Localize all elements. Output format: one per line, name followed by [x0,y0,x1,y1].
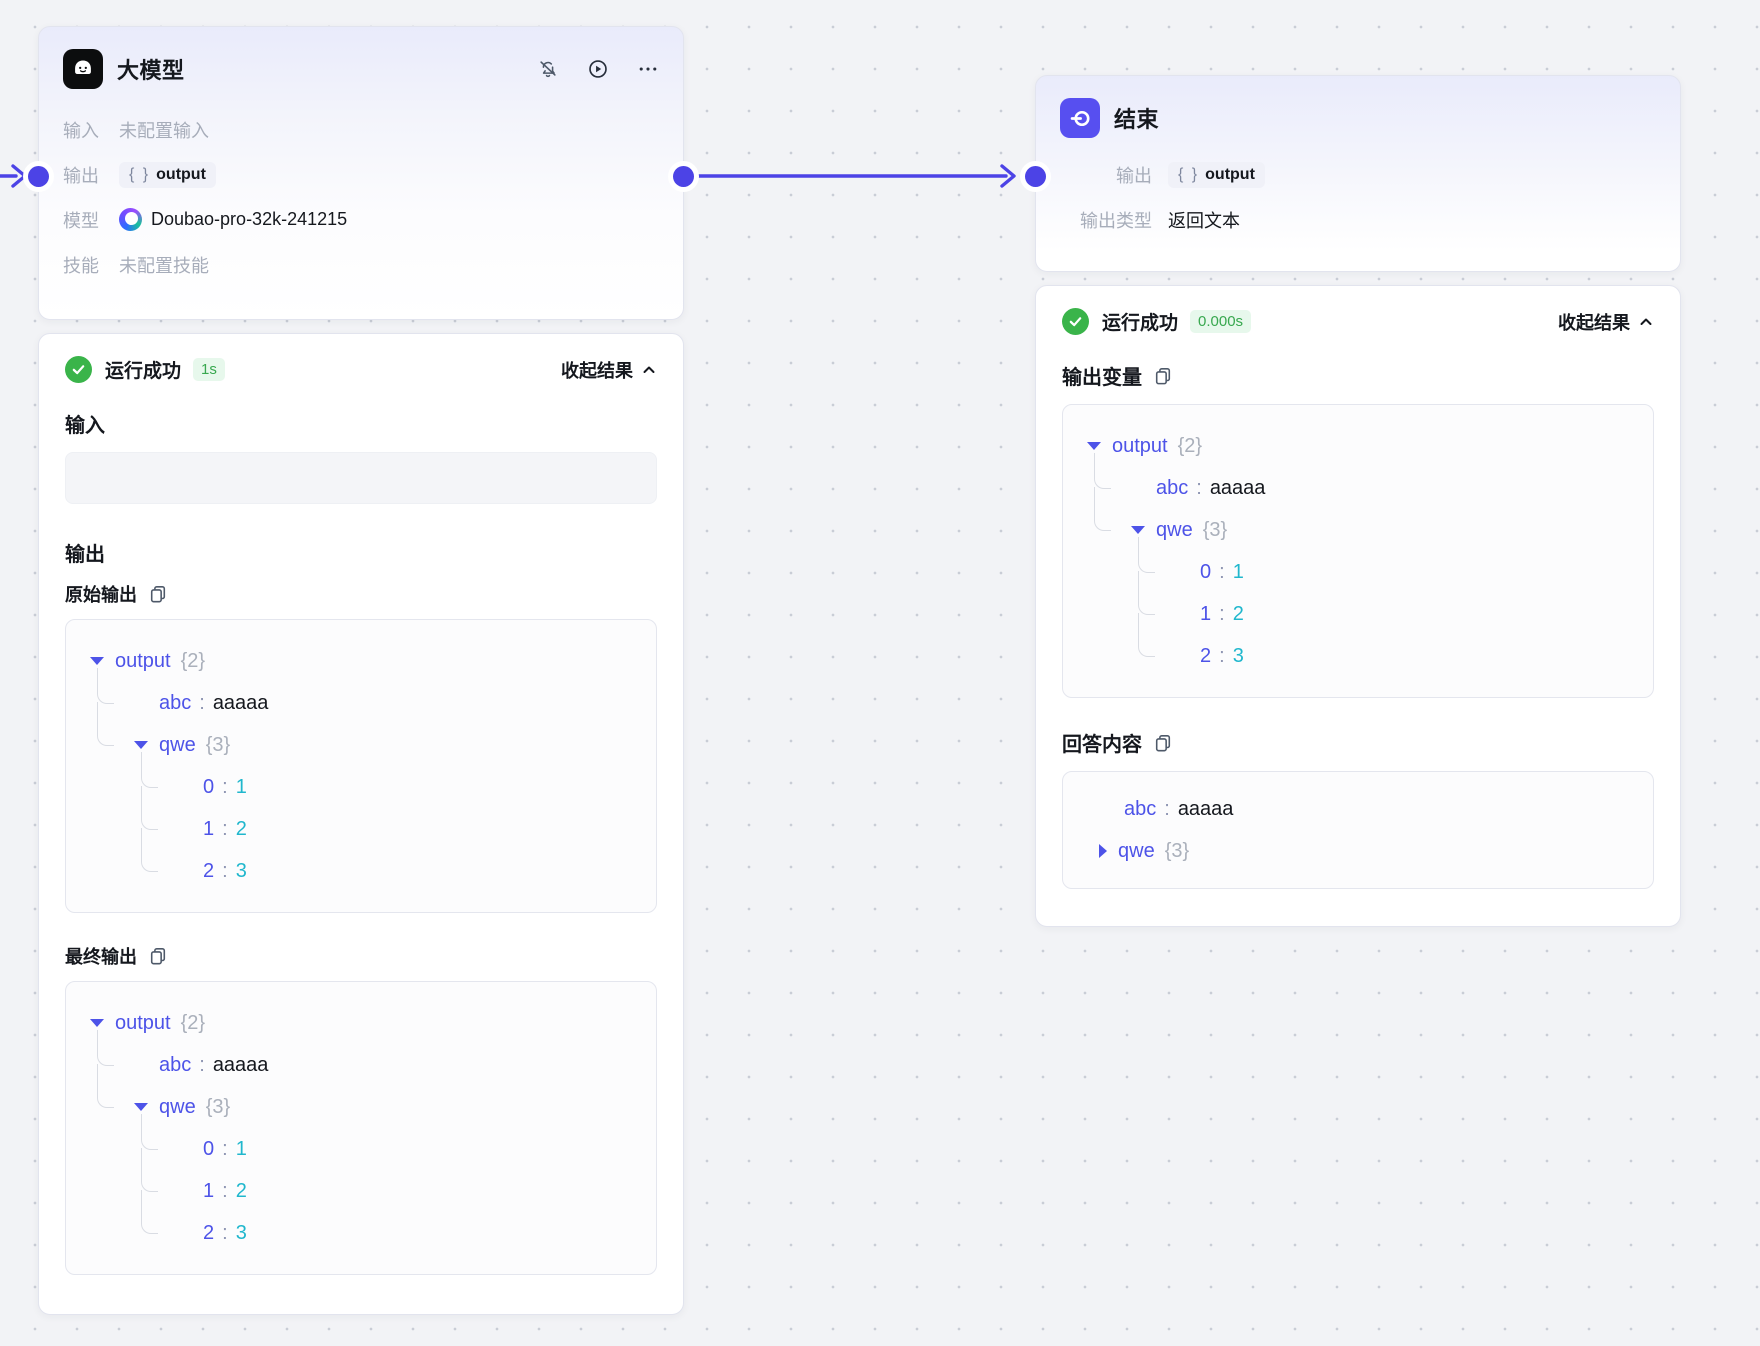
tree-row-root: output {2} [90,1002,632,1044]
tree-row-abc: abc : aaaaa [1094,453,1629,509]
final-output-label: 最终输出 [65,947,137,967]
answer-content-box: abc : aaaaa qwe {3} [1062,771,1654,889]
duration-badge: 1s [193,358,225,381]
collapse-results-button[interactable]: 收起结果 [561,357,657,383]
check-icon [1062,308,1089,335]
collapse-results-button[interactable]: 收起结果 [1558,309,1654,335]
node-connection-arrowhead [1000,164,1016,188]
ellipsis-icon[interactable] [637,58,659,80]
tree-row-root: output {2} [90,640,632,682]
caret-down-icon[interactable] [90,1019,104,1027]
output-heading: 输出 [65,544,105,566]
tree-row-qwe: qwe {3} [1094,495,1629,551]
doubao-logo [119,208,142,231]
tree-row-item: 2:3 [141,1198,632,1254]
tree-row-root: output {2} [1087,425,1629,467]
copy-icon[interactable] [1154,367,1172,385]
raw-output-label: 原始输出 [65,585,137,605]
duration-badge: 0.000s [1190,310,1252,333]
bot-ghost-icon [63,49,103,89]
chevron-up-icon [643,366,655,373]
caret-down-icon[interactable] [134,1103,148,1111]
model-name: Doubao-pro-32k-241215 [151,209,348,229]
input-value-box[interactable] [65,452,657,504]
input-heading: 输入 [65,415,105,437]
caret-down-icon[interactable] [1131,526,1145,534]
tree-row-qwe: qwe {3} [97,710,632,766]
node-title: 大模型 [117,58,185,83]
tree-row-item: 2:3 [1138,621,1629,677]
tree-row-abc: abc : aaaaa [97,668,632,724]
caret-right-icon[interactable] [1099,844,1107,858]
panel-end-result: 运行成功 0.000s 收起结果 输出变量 output {2} [1035,285,1681,927]
node-row-input: 输入 未配置输入 [63,120,209,141]
run-status: 运行成功 [1102,313,1179,334]
caret-down-icon[interactable] [1087,442,1101,450]
tree-row-item: 0:1 [141,752,632,808]
input-port[interactable] [28,166,49,187]
end-icon [1060,98,1100,138]
output-variable-tag: { } output [1168,161,1265,188]
incoming-wire-arrowhead [11,164,27,188]
tree-row-item: 1:2 [141,794,632,850]
raw-output-tree: output {2} abc : aaaaa qwe {3} 0:1 [65,619,657,913]
caret-down-icon[interactable] [134,741,148,749]
input-port[interactable] [1025,166,1046,187]
tree-row-item: 1:2 [1138,579,1629,635]
output-variable-tag: { } output [119,161,216,188]
copy-icon[interactable] [149,947,167,965]
node-llm[interactable]: 大模型 [28,26,694,320]
copy-icon[interactable] [1154,734,1172,752]
node-row-model: 模型 Doubao-pro-32k-241215 [63,208,348,231]
output-variables-label: 输出变量 [1062,367,1142,389]
play-icon[interactable] [587,58,609,80]
node-title: 结束 [1114,107,1160,132]
tree-row-item: 1:2 [141,1156,632,1212]
copy-icon[interactable] [149,585,167,603]
answer-row-qwe: qwe {3} [1087,830,1629,872]
tree-row-abc: abc : aaaaa [97,1030,632,1086]
final-output-tree: output {2} abc : aaaaa qwe {3} 0:1 [65,981,657,1275]
answer-row-abc: abc : aaaaa [1124,797,1234,820]
node-row-skill: 技能 未配置技能 [63,255,209,276]
output-port[interactable] [673,166,694,187]
chevron-up-icon [1640,318,1652,325]
caret-down-icon[interactable] [90,657,104,665]
node-row-output-type: 输出类型 返回文本 [1080,210,1240,231]
node-end[interactable]: 结束 输出 { } output 输出类型 返回文本 [1025,75,1681,272]
tree-row-item: 0:1 [1138,537,1629,593]
output-variable-tree: output {2} abc : aaaaa qwe {3} 0:1 [1062,404,1654,698]
tree-row-item: 0:1 [141,1114,632,1170]
panel-llm-result: 运行成功 1s 收起结果 输入 输出 原始输出 output {2} [38,333,684,1315]
check-icon [65,356,92,383]
node-row-output: 输出 { } output [63,152,659,197]
alert-off-icon[interactable] [537,58,559,80]
node-llm-header: 大模型 [39,27,683,89]
node-end-header: 结束 [1036,76,1680,138]
tree-row-item: 2:3 [141,836,632,892]
node-row-output: 输出 { } output [1060,152,1656,197]
tree-row-qwe: qwe {3} [97,1072,632,1128]
answer-content-label: 回答内容 [1062,734,1142,756]
run-status: 运行成功 [105,361,182,382]
